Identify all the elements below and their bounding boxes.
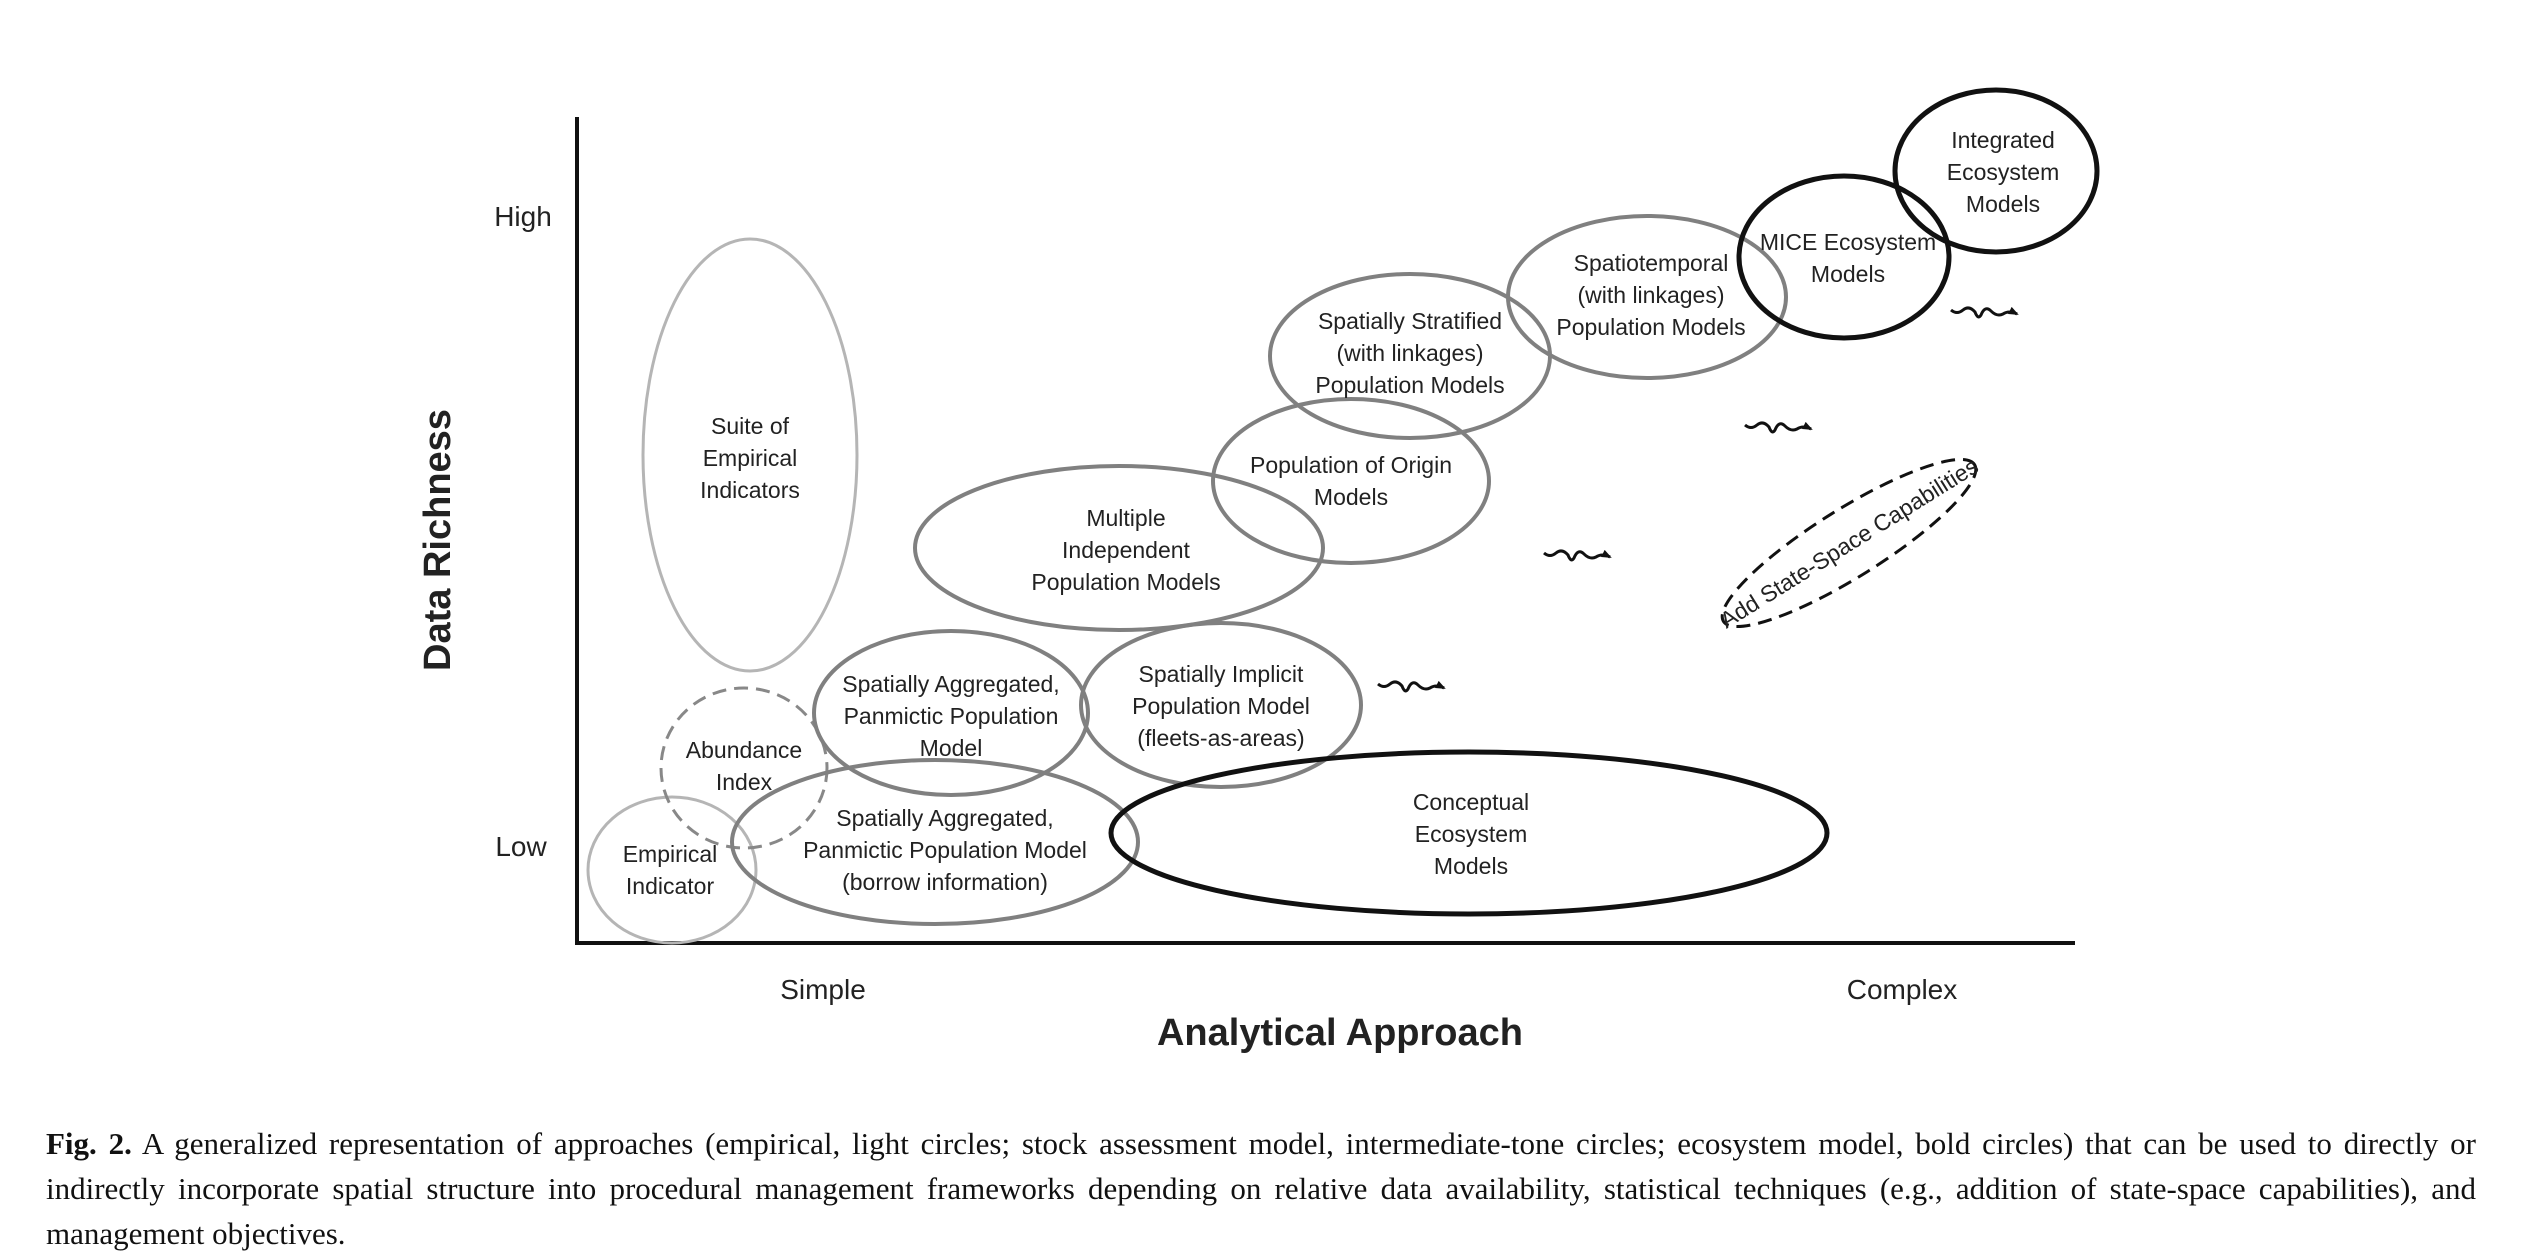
figure-diagram: High Low Data Richness Simple Complex An… — [417, 87, 2100, 1054]
ellipse-conceptual-ecosystem — [1108, 749, 1830, 917]
label-multiple-independent-line-2: Independent — [1062, 537, 1191, 563]
squiggle-arrows — [1377, 306, 2019, 693]
label-conceptual-ecosystem-line-3: Models — [1434, 853, 1508, 879]
label-abundance-index-line-2: Index — [716, 769, 773, 795]
figure-caption-label: Fig. 2. — [46, 1126, 132, 1161]
ellipse-state-space-capabilities — [1720, 457, 1978, 629]
ellipse-spatially-aggregated-borrow — [730, 758, 1140, 926]
label-spatiotemporal-line-3: Population Models — [1556, 314, 1745, 340]
label-spatially-aggregated-borrow-line-2: Panmictic Population Model — [803, 837, 1087, 863]
ellipse-spatiotemporal — [1506, 214, 1788, 380]
squiggle-arrow-3 — [1744, 421, 1813, 434]
label-abundance-index-line-1: Abundance — [686, 737, 802, 763]
y-axis-low-label: Low — [495, 831, 547, 862]
y-axis-title: Data Richness — [417, 409, 459, 671]
label-spatially-implicit-line-3: (fleets-as-areas) — [1137, 725, 1304, 751]
label-suite-empirical-indicators-line-3: Indicators — [700, 477, 800, 503]
label-spatially-stratified-line-3: Population Models — [1315, 372, 1504, 398]
figure-caption: Fig. 2.A generalized representation of a… — [46, 1121, 2476, 1256]
approach-ellipses — [586, 87, 2100, 945]
label-integrated-ecosystem-line-3: Models — [1966, 191, 2040, 217]
ellipse-mice-ecosystem — [1736, 173, 1952, 341]
label-spatially-aggregated-borrow-line-3: (borrow information) — [842, 869, 1048, 895]
squiggle-arrow-4 — [1950, 306, 2019, 319]
x-axis-title: Analytical Approach — [1157, 1012, 1523, 1054]
label-spatially-aggregated-borrow-line-1: Spatially Aggregated, — [836, 805, 1053, 831]
label-spatially-implicit-line-1: Spatially Implicit — [1139, 661, 1304, 687]
label-multiple-independent-line-3: Population Models — [1031, 569, 1220, 595]
label-empirical-indicator-line-2: Indicator — [626, 873, 715, 899]
label-spatially-stratified-line-1: Spatially Stratified — [1318, 308, 1502, 334]
label-suite-empirical-indicators-line-2: Empirical — [703, 445, 798, 471]
ellipse-multiple-independent — [913, 464, 1325, 632]
x-axis-complex-label: Complex — [1847, 974, 1957, 1005]
ellipse-empirical-indicator — [586, 795, 758, 945]
label-suite-empirical-indicators-line-1: Suite of — [711, 413, 790, 439]
label-multiple-independent-line-1: Multiple — [1086, 505, 1165, 531]
ellipse-suite-empirical-indicators — [641, 237, 859, 673]
label-population-of-origin-line-2: Models — [1314, 484, 1388, 510]
ellipse-integrated-ecosystem — [1892, 87, 2100, 255]
label-state-space-capabilities: Add State-Space Capabilities — [1715, 453, 1983, 634]
squiggle-arrow-1 — [1377, 680, 1446, 693]
label-integrated-ecosystem-line-1: Integrated — [1951, 127, 2055, 153]
label-spatially-aggregated-panmictic-line-3: Model — [920, 735, 983, 761]
label-integrated-ecosystem-line-2: Ecosystem — [1947, 159, 2059, 185]
label-population-of-origin-line-1: Population of Origin — [1250, 452, 1452, 478]
label-spatially-aggregated-panmictic-line-2: Panmictic Population — [844, 703, 1059, 729]
label-spatiotemporal-line-1: Spatiotemporal — [1574, 250, 1729, 276]
y-axis-high-label: High — [494, 201, 552, 232]
label-spatially-implicit-line-2: Population Model — [1132, 693, 1310, 719]
approach-labels: Suite of Empirical Indicators Empirical … — [623, 127, 2060, 899]
x-axis-simple-label: Simple — [780, 974, 866, 1005]
label-spatiotemporal-line-2: (with linkages) — [1578, 282, 1725, 308]
figure-caption-text: A generalized representation of approach… — [46, 1126, 2476, 1251]
ellipse-population-of-origin — [1211, 397, 1491, 565]
ellipse-spatially-aggregated-panmictic — [812, 629, 1090, 797]
label-spatially-aggregated-panmictic-line-1: Spatially Aggregated, — [842, 671, 1059, 697]
label-mice-ecosystem-line-1: MICE Ecosystem — [1760, 229, 1936, 255]
label-empirical-indicator-line-1: Empirical — [623, 841, 718, 867]
label-mice-ecosystem-line-2: Models — [1811, 261, 1885, 287]
ellipse-spatially-implicit — [1079, 621, 1363, 789]
ellipse-abundance-index — [659, 686, 829, 850]
squiggle-arrow-2 — [1543, 549, 1612, 562]
label-conceptual-ecosystem-line-1: Conceptual — [1413, 789, 1529, 815]
label-conceptual-ecosystem-line-2: Ecosystem — [1415, 821, 1527, 847]
label-spatially-stratified-line-2: (with linkages) — [1337, 340, 1484, 366]
